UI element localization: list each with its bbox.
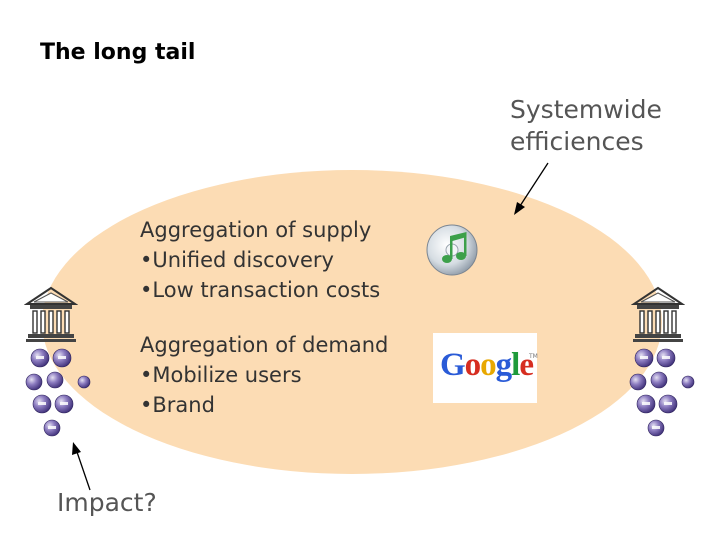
google-logo: Google TM: [433, 333, 538, 403]
systemwide-arrow: [514, 162, 549, 215]
user-group-icon: [25, 348, 91, 437]
impact-label: Impact?: [57, 488, 157, 517]
google-letter: l: [511, 347, 520, 383]
google-letter: g: [495, 347, 512, 383]
supply-heading: Aggregation of supply: [140, 218, 372, 242]
systemwide-line-1: Systemwide: [510, 95, 662, 124]
itunes-cd-icon: [426, 224, 478, 276]
systemwide-line-2: efficiences: [510, 127, 644, 156]
impact-arrow: [72, 442, 91, 491]
google-letter: G: [440, 347, 466, 383]
supply-bullet: •Low transaction costs: [140, 278, 381, 302]
google-letter: o: [464, 347, 481, 383]
demand-bullet: •Mobilize users: [140, 363, 302, 387]
demand-heading: Aggregation of demand: [140, 333, 389, 357]
systemwide-label: Systemwide efficiences: [510, 94, 662, 158]
library-building-icon: [631, 286, 685, 342]
demand-block: Aggregation of demand •Mobilize users •B…: [140, 330, 388, 420]
library-building-icon: [24, 286, 78, 342]
google-letter: e: [519, 347, 534, 383]
supply-bullet: •Unified discovery: [140, 248, 334, 272]
user-group-icon: [629, 348, 695, 437]
demand-bullet: •Brand: [140, 393, 215, 417]
page-title: The long tail: [40, 40, 196, 65]
google-letter: o: [480, 347, 496, 383]
google-tm: TM: [529, 353, 538, 360]
supply-block: Aggregation of supply •Unified discovery…: [140, 215, 380, 305]
